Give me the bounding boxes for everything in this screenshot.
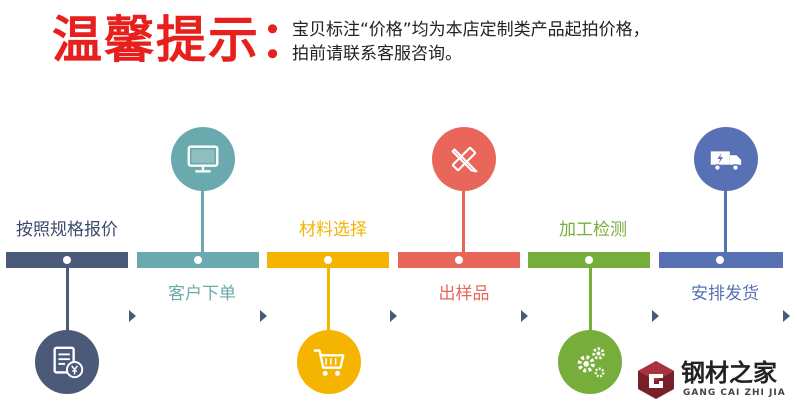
- step-5-node: [585, 256, 593, 264]
- step-4-stem: [462, 190, 465, 252]
- header-title: 温馨提示：: [52, 11, 312, 69]
- step-6-circle: [694, 127, 758, 191]
- brand-logo: 钢材之家 GANG CAI ZHI JIA: [637, 358, 797, 408]
- step-6-label: 安排发货: [691, 284, 759, 304]
- step-3-node: [324, 256, 332, 264]
- step-4-label: 出样品: [438, 284, 490, 304]
- step-3-bar: [267, 252, 389, 268]
- brand-logo-icon: [638, 361, 674, 399]
- step-5-stem: [589, 268, 592, 332]
- step-3-stem: [327, 268, 330, 332]
- step-1-arrow: [129, 310, 136, 322]
- step-2-stem: [201, 190, 204, 252]
- step-1-node: [63, 256, 71, 264]
- invoice-yen-icon: [53, 346, 84, 379]
- step-4-arrow: [521, 310, 528, 322]
- brand-subtitle: GANG CAI ZHI JIA: [683, 388, 786, 398]
- step-5-label: 加工检测: [559, 220, 627, 240]
- step-1-circle: [35, 330, 99, 394]
- step-3-label: 材料选择: [299, 220, 367, 240]
- header-notice-line-2: 拍前请联系客服咨询。: [292, 44, 462, 64]
- step-5-bar: [528, 252, 650, 268]
- step-5-arrow: [652, 310, 659, 322]
- shopping-cart-icon: [313, 349, 345, 376]
- step-4-bar: [398, 252, 520, 268]
- pencil-ruler-icon: [451, 146, 478, 173]
- step-5-circle: [558, 330, 622, 394]
- step-2-label: 客户下单: [168, 284, 236, 304]
- step-6-stem: [724, 190, 727, 252]
- step-6-arrow: [783, 310, 790, 322]
- gears-icon: [577, 347, 605, 378]
- monitor-icon: [187, 145, 219, 173]
- step-4-node: [455, 256, 463, 264]
- step-3-arrow: [390, 310, 397, 322]
- step-4-circle: [432, 127, 496, 191]
- step-2-circle: [171, 127, 235, 191]
- step-2-arrow: [260, 310, 267, 322]
- header-notice-line-1: 宝贝标注“价格”均为本店定制类产品起拍价格，: [292, 20, 650, 40]
- step-1-label: 按照规格报价: [16, 220, 118, 240]
- step-6-node: [716, 256, 724, 264]
- step-3-circle: [297, 330, 361, 394]
- step-6-bar: [659, 252, 783, 268]
- step-2-node: [194, 256, 202, 264]
- delivery-truck-icon: [710, 151, 742, 172]
- step-1-bar: [6, 252, 128, 268]
- step-1-stem: [66, 268, 69, 332]
- step-2-bar: [137, 252, 259, 268]
- brand-name: 钢材之家: [681, 359, 777, 387]
